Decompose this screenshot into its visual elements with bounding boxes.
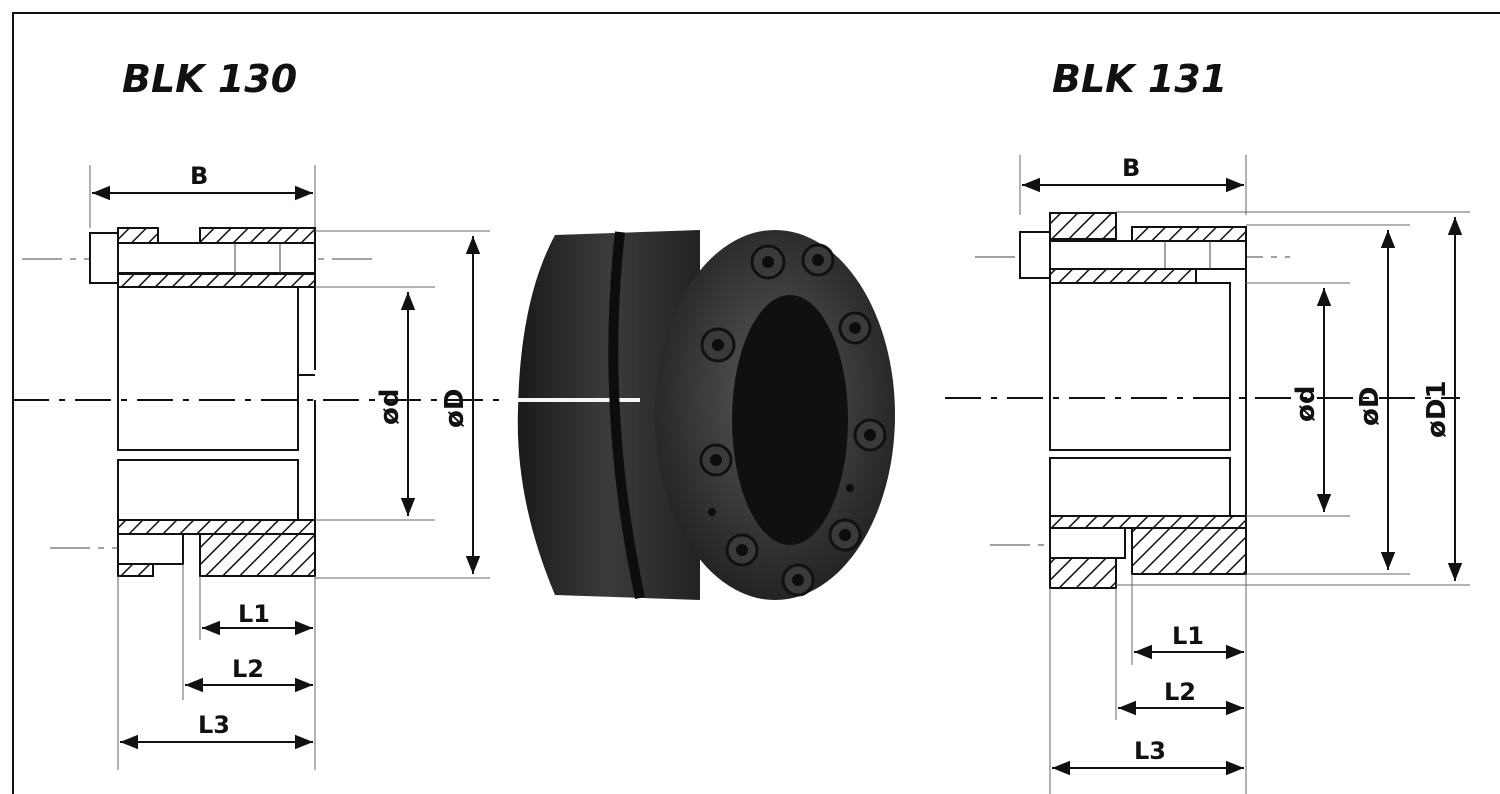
blk130-label-b: B — [190, 162, 208, 190]
blk130-label-d: ød — [375, 389, 405, 425]
blk130-drawing: BLK 130 B — [13, 57, 500, 770]
blk130-title: BLK 130 — [122, 57, 297, 101]
blk131-label-d: ød — [1291, 386, 1321, 422]
blk130-label-l1: L1 — [238, 600, 270, 628]
bore-icon — [732, 295, 848, 545]
blk131-label-D1: øD1 — [1422, 380, 1452, 438]
screw-heads — [699, 243, 887, 597]
blk131-title: BLK 131 — [1052, 57, 1227, 101]
blk131-drawing: BLK 131 B ød øD — [945, 57, 1470, 794]
blk131-label-l3: L3 — [1134, 737, 1166, 765]
blk131-label-l1: L1 — [1172, 622, 1204, 650]
blk131-label-D: øD — [1355, 387, 1385, 426]
locking-assembly-product-image — [517, 230, 895, 600]
frame-border — [12, 12, 1500, 794]
blk130-label-D: øD — [440, 389, 470, 428]
blk131-label-b: B — [1122, 154, 1140, 182]
blk130-label-l3: L3 — [198, 711, 230, 739]
blk130-label-l2: L2 — [232, 655, 264, 683]
blk131-label-l2: L2 — [1164, 678, 1196, 706]
